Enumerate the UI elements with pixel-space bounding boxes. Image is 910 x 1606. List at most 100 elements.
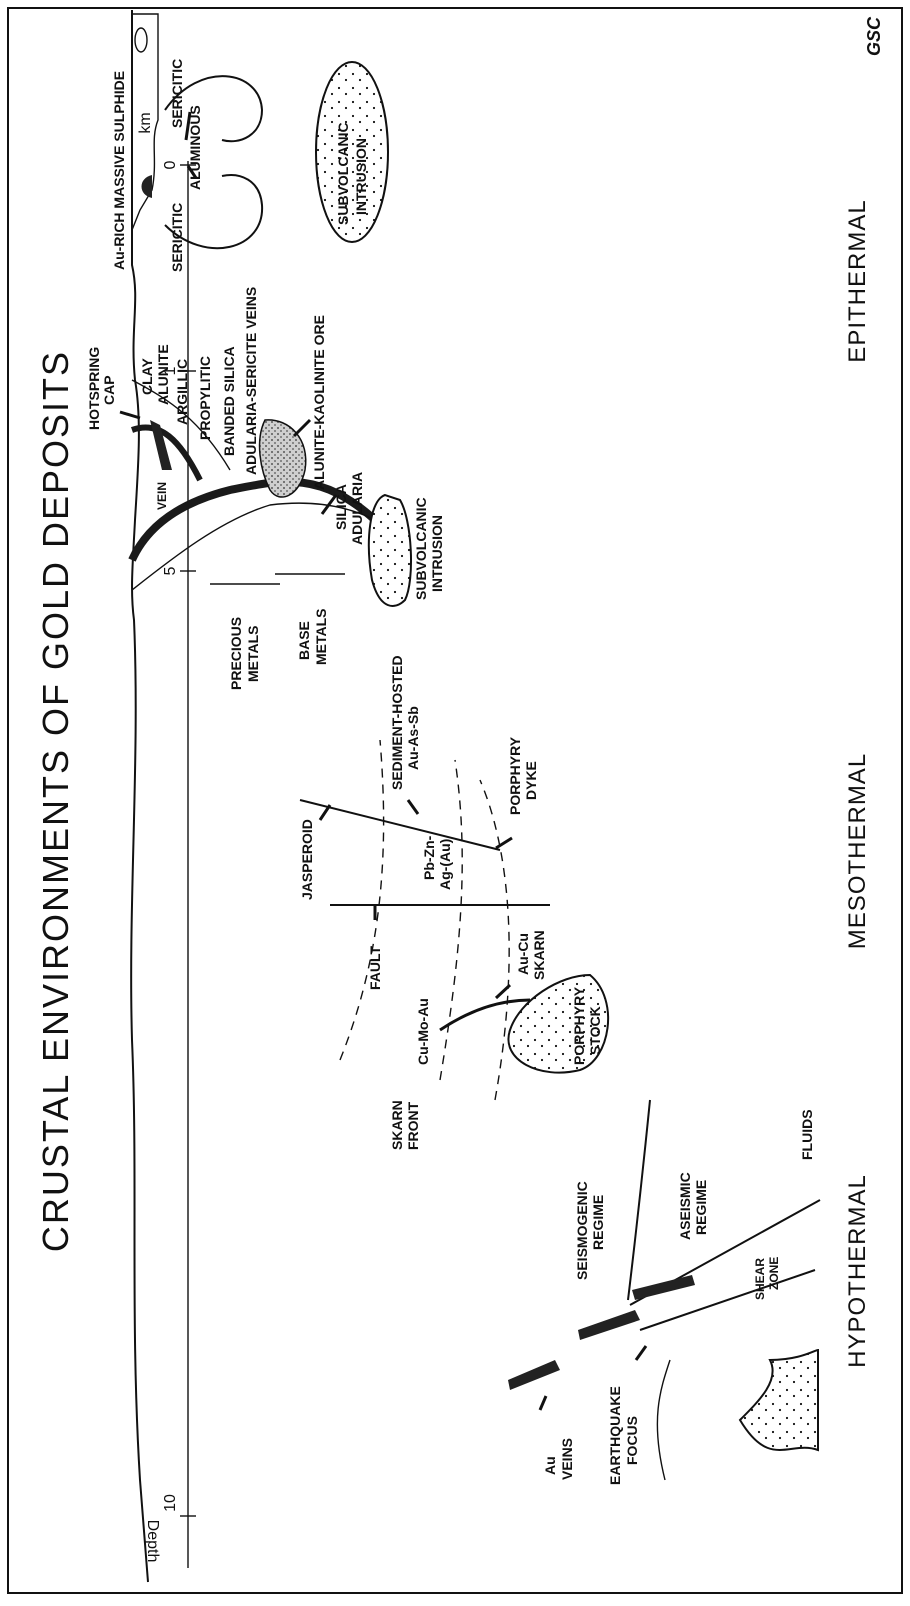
label-skarn-front-2: FRONT: [405, 1101, 421, 1150]
arrow-earthquake-focus: [634, 1345, 648, 1361]
label-focus: FOCUS: [624, 1416, 640, 1465]
alunite-kaolinite-ore-body: [258, 419, 307, 498]
label-ag-au: Ag-(Au): [437, 839, 453, 890]
arrow-hotspring: [119, 410, 141, 420]
halo-dash-1: [339, 739, 385, 1061]
aluminous-tick-1: [184, 111, 192, 141]
label-aseismic: ASEISMIC: [677, 1172, 693, 1240]
label-base: BASE: [296, 621, 312, 660]
label-skarn-front-1: SKARN: [389, 1100, 405, 1150]
subvolcanic-intrusion-bottom: [367, 493, 412, 607]
halo-dash-2: [439, 759, 463, 1081]
label-silica: SILICA: [333, 484, 349, 530]
label-alunite-kaolinite-ore: ALUNITE-KAOLINITE ORE: [311, 315, 327, 490]
arrow-sediment-hosted: [406, 799, 420, 815]
hypothermal-labels: SEISMOGENIC REGIME ASEISMIC REGIME FLUID…: [542, 1109, 815, 1485]
arrow-au-veins: [538, 1395, 548, 1411]
vein-envelope-inner: [131, 379, 231, 471]
alteration-loop-upper: [164, 75, 264, 143]
label-sericitic-1: SERICITIC: [169, 203, 185, 272]
shear-zone-lower: [639, 1269, 816, 1331]
seismogenic-boundary: [627, 1099, 651, 1301]
diagram-title: CRUSTAL ENVIRONMENTS OF GOLD DEPOSITS: [35, 350, 76, 1252]
label-base-metals: METALS: [313, 608, 329, 665]
depth-tick-label-1: 1: [162, 366, 179, 375]
upper-vein: [130, 424, 203, 482]
label-seismogenic-regime: REGIME: [590, 1195, 606, 1250]
label-sediment-hosted: SEDIMENT-HOSTED: [389, 655, 405, 790]
label-fault: FAULT: [367, 945, 383, 990]
au-vein-1: [508, 1360, 560, 1390]
label-sericitic-2: SERICITIC: [169, 59, 185, 128]
pointer-arrows: [119, 410, 648, 1411]
label-porphyry-dyke-1: PORPHYRY: [507, 736, 523, 815]
label-subvolcanic-intrusion-bottom-1: SUBVOLCANIC: [413, 497, 429, 600]
ground-surface-line: [130, 10, 149, 1583]
alteration-loop-lower: [164, 174, 264, 250]
au-vein-2: [578, 1310, 640, 1340]
label-cap: CAP: [101, 375, 117, 405]
label-seismogenic: SEISMOGENIC: [574, 1181, 590, 1280]
depth-tick-label-5: 5: [162, 566, 179, 575]
massive-sulphide-lens: [141, 175, 152, 198]
mesothermal-labels: SEDIMENT-HOSTED Au-As-Sb PORPHYRY DYKE J…: [299, 655, 603, 1150]
vein-envelope-outer: [131, 502, 376, 591]
zone-epithermal: EPITHERMAL: [844, 199, 871, 362]
label-earthquake: EARTHQUAKE: [607, 1386, 623, 1485]
au-vein-3: [632, 1275, 695, 1300]
main-vein: [128, 477, 378, 562]
label-aluminous: ALUMINOUS: [187, 105, 203, 190]
label-porphyry-stock-2: STOCK: [587, 1006, 603, 1055]
diagram-border: [7, 7, 903, 1594]
label-propylitic: PROPYLITIC: [197, 356, 213, 440]
label-porphyry-dyke-2: DYKE: [523, 761, 539, 800]
label-shear: SHEAR: [753, 1258, 767, 1300]
earthquake-trail: [656, 1359, 671, 1481]
label-veins: VEINS: [559, 1438, 575, 1480]
arrow-silica-adularia: [320, 494, 338, 515]
label-subvolcanic-intrusion-top-2: INTRUSION: [353, 138, 369, 215]
halo-dash-3: [479, 779, 510, 1101]
label-cu-mo-au: Cu-Mo-Au: [415, 998, 431, 1065]
label-hotspring: HOTSPRING: [86, 347, 102, 430]
label-au: Au: [542, 1456, 558, 1475]
label-precious: PRECIOUS: [228, 617, 244, 690]
arrow-alunite-kaolinite: [292, 418, 312, 438]
arrow-au-cu-skarn: [494, 983, 512, 1000]
depth-tick-label-0: 0: [162, 160, 179, 169]
arrow-porphyry-dyke: [495, 836, 513, 850]
porphyry-stock: [507, 973, 610, 1074]
aluminous-tick-2: [186, 165, 198, 179]
label-adularia-sericite-veins: ADULARIA-SERICITE VEINS: [243, 287, 259, 475]
depth-tick-label-10: 10: [162, 1494, 179, 1512]
fish-symbol: [134, 27, 148, 53]
label-banded-silica: BANDED SILICA: [221, 346, 237, 456]
gsc-credit: GSC: [864, 16, 884, 56]
landscape-group: CRUSTAL ENVIRONMENTS OF GOLD DEPOSITS GS…: [35, 16, 884, 1568]
label-pb-zn: Pb-Zn-: [421, 835, 437, 880]
label-porphyry-stock-1: PORPHYRY: [571, 986, 587, 1065]
label-precious-metals: METALS: [245, 625, 261, 682]
label-aseismic-regime: REGIME: [693, 1180, 709, 1235]
subvolcanic-intrusion-top: [315, 61, 389, 243]
zone-mesothermal: MESOTHERMAL: [844, 753, 871, 949]
label-subvolcanic-intrusion-top-1: SUBVOLCANIC: [335, 122, 351, 225]
hotspring-cap-block: [150, 420, 172, 470]
depth-unit-km: km: [137, 112, 154, 133]
label-argillic: ARGILLIC: [174, 359, 190, 425]
label-fluids: FLUIDS: [799, 1109, 815, 1160]
depth-axis-label: Depth: [144, 1520, 161, 1563]
label-clay: CLAY: [139, 358, 155, 395]
label-au-rich-massive-sulphide: Au-RICH MASSIVE SULPHIDE: [111, 71, 127, 270]
label-vein: VEIN: [155, 482, 169, 510]
depth-axis: 0 1 5 10 km Depth: [137, 112, 196, 1568]
deep-intrusion: [738, 1348, 819, 1452]
label-subvolcanic-intrusion-bottom-2: INTRUSION: [429, 515, 445, 592]
label-zone: ZONE: [767, 1257, 781, 1290]
label-skarn: SKARN: [531, 930, 547, 980]
label-au-as-sb: Au-As-Sb: [405, 706, 421, 770]
epithermal-labels: Au-RICH MASSIVE SULPHIDE SERICITIC SERIC…: [86, 59, 445, 690]
label-alunite: ALUNITE: [155, 344, 171, 405]
